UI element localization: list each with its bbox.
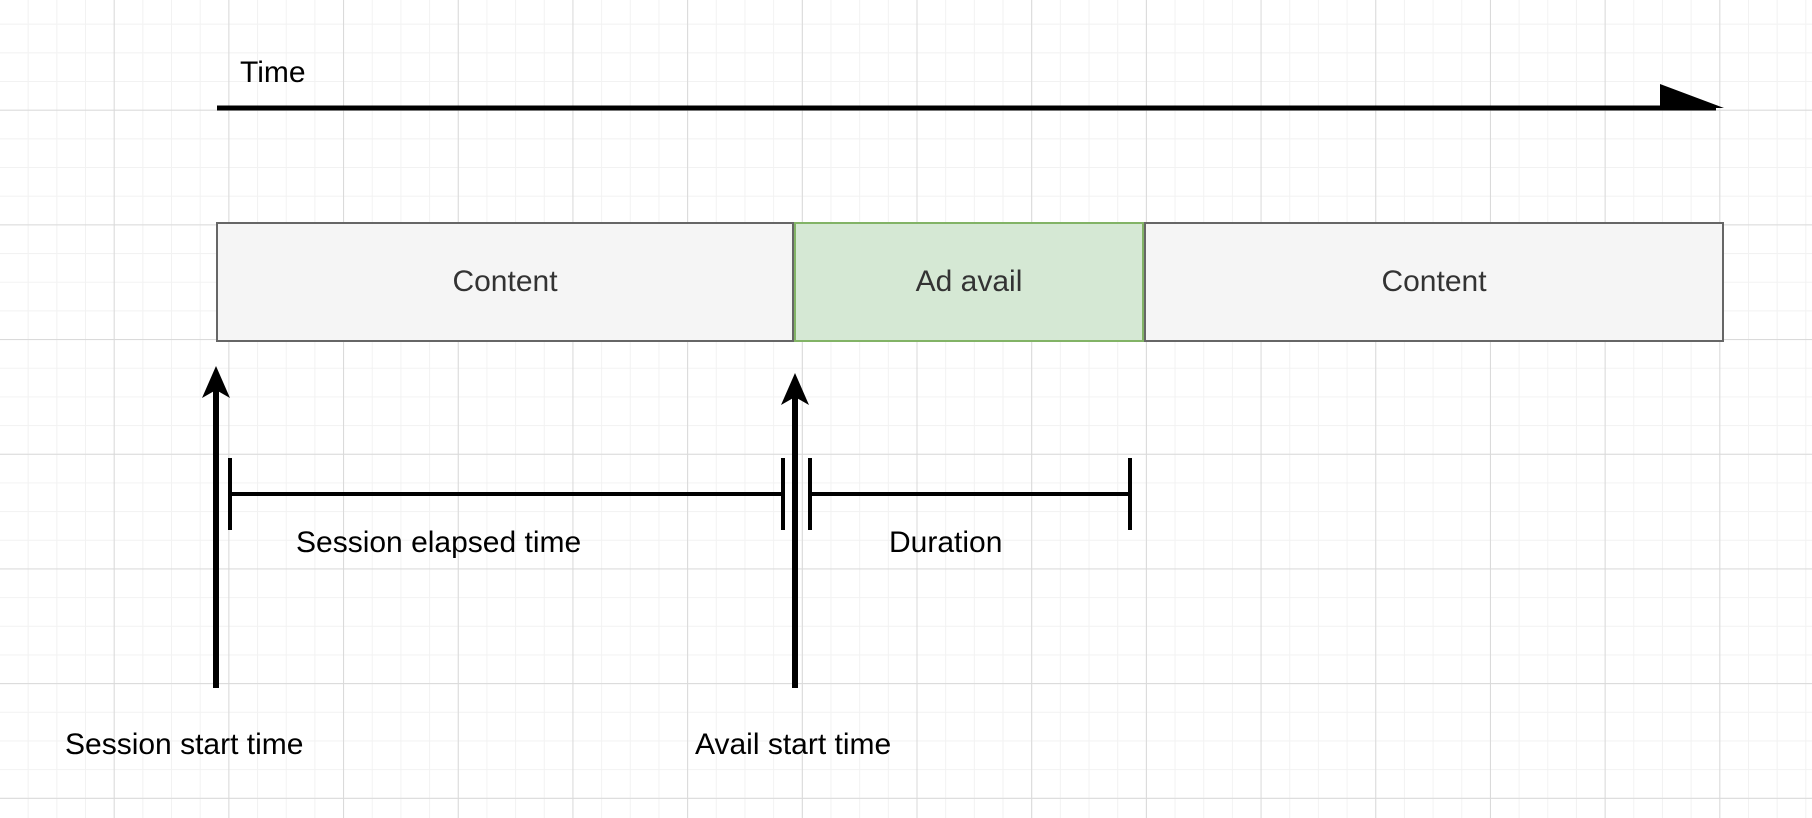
session-start-time-label: Session start time xyxy=(65,728,304,761)
timeline-segment-label: Ad avail xyxy=(915,265,1023,298)
timeline-segment-ad-avail: Ad avail xyxy=(794,222,1144,342)
timeline-segment-content-right: Content xyxy=(1144,222,1724,342)
timeline-segment-content-left: Content xyxy=(216,222,794,342)
duration-dimension-line xyxy=(808,458,1132,530)
session-start-arrowhead xyxy=(202,366,230,398)
session-elapsed-time-label: Session elapsed time xyxy=(296,526,582,559)
time-axis-arrowhead xyxy=(1660,84,1724,108)
timeline-segment-label: Content xyxy=(1381,265,1487,298)
avail-start-time-label: Avail start time xyxy=(695,728,892,761)
session-start-marker-arrow xyxy=(202,366,230,688)
avail-start-marker-arrow xyxy=(781,373,809,688)
timeline-segment-label: Content xyxy=(452,265,558,298)
avail-start-arrowhead xyxy=(781,373,809,405)
duration-label: Duration xyxy=(889,526,1003,559)
time-axis-label: Time xyxy=(240,56,306,89)
session-elapsed-dimension-line xyxy=(228,458,785,530)
time-axis xyxy=(217,84,1724,111)
